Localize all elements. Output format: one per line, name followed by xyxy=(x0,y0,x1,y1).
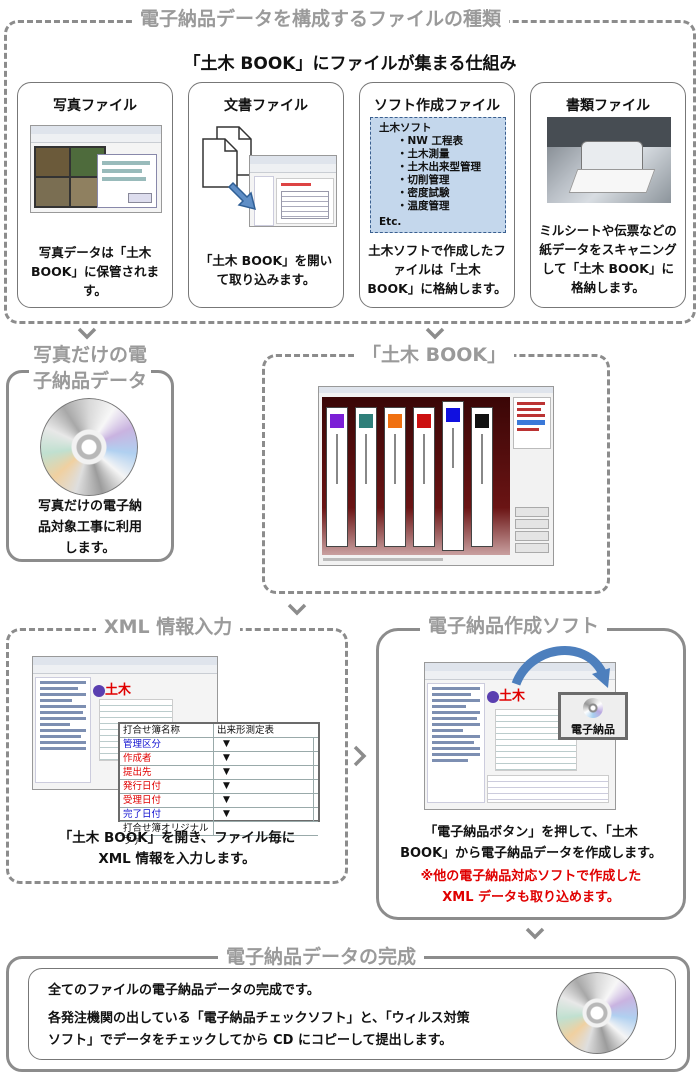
xml-property-label: 提出先 xyxy=(120,766,214,779)
scanner-photo xyxy=(547,117,671,203)
dropdown-arrow-icon[interactable]: ▼ xyxy=(220,808,314,821)
cd-icon xyxy=(556,972,638,1054)
document-icon xyxy=(202,126,252,188)
xml-property-table: 打合せ簿名称出来形測定表管理区分 ▼ 作成者 ▼ 提出先 ▼ 発行日付 ▼ 受理日付 ▼ 完了日付 ▼… xyxy=(118,722,320,847)
chevron-down-icon xyxy=(425,327,445,340)
software-list-etc: Etc. xyxy=(379,216,402,228)
delivery-software-title: 電子納品作成ソフト xyxy=(420,614,608,638)
app-logo: 土木 xyxy=(487,685,525,704)
dropdown-arrow-icon[interactable]: ▼ xyxy=(220,766,314,779)
card-title: 写真ファイル xyxy=(53,98,137,114)
photo-only-description: 写真だけの電子納品対象工事に利用します。 xyxy=(37,499,142,556)
dropdown-arrow-icon[interactable]: ▼ xyxy=(220,752,314,765)
xml-property-row[interactable]: 打合せ簿オリジナルファ xyxy=(120,822,318,847)
import-arrow-icon xyxy=(227,181,257,211)
xml-property-label: 打合せ簿オリジナルファ xyxy=(120,822,214,847)
xml-property-value[interactable]: ▼ xyxy=(214,808,318,821)
software-list-item: ・温度管理 xyxy=(397,200,450,212)
doboku-book-screenshot xyxy=(318,386,554,566)
completion-line-2: 各発注機関の出している「電子納品チェックソフト」と、「ウィルス対策 xyxy=(48,1011,470,1026)
xml-property-row[interactable]: 提出先 ▼ xyxy=(120,766,318,780)
completion-title: 電子納品データの完成 xyxy=(218,945,425,969)
cd-icon xyxy=(40,398,138,496)
card-title: 文書ファイル xyxy=(224,98,308,114)
document-file-description: 「土木 BOOK」を開いて取り込みます。 xyxy=(199,253,333,287)
xml-input-title: XML 情報入力 xyxy=(96,615,241,639)
binder-color-tab xyxy=(417,414,431,428)
completion-line-1: 全てのファイルの電子納品データの完成です。 xyxy=(48,983,320,998)
xml-property-row[interactable]: 受理日付 ▼ xyxy=(120,794,318,808)
chevron-down-icon xyxy=(287,603,307,616)
binder-color-tab xyxy=(446,408,460,422)
book-side-panel xyxy=(513,397,551,449)
xml-property-value[interactable]: ▼ xyxy=(214,738,318,751)
photo-only-title: 写真だけの電 子納品データ xyxy=(10,342,170,394)
binder[interactable] xyxy=(413,407,435,547)
software-list-item: ・土木測量 xyxy=(397,148,450,160)
card-title: ソフト作成ファイル xyxy=(374,98,500,114)
paper-file-description: ミルシートや伝票などの紙データをスキャニングして「土木 BOOK」に格納します。 xyxy=(539,223,677,295)
xml-property-row[interactable]: 発行日付 ▼ xyxy=(120,780,318,794)
xml-property-row[interactable]: 作成者 ▼ xyxy=(120,752,318,766)
photo-software-screenshot xyxy=(30,125,162,213)
binder[interactable] xyxy=(326,407,348,547)
binder[interactable] xyxy=(442,401,464,551)
dropdown-arrow-icon[interactable]: ▼ xyxy=(220,780,314,793)
software-list-title: 土木ソフト xyxy=(379,122,432,134)
binder[interactable] xyxy=(355,407,377,547)
binder-color-tab xyxy=(330,414,344,428)
xml-property-value[interactable]: ▼ xyxy=(214,752,318,765)
chevron-down-icon xyxy=(77,327,97,340)
completion-line-3: ソフト」でデータをチェックしてから CD にコピーして提出します。 xyxy=(48,1033,453,1048)
binder-color-tab xyxy=(359,414,373,428)
binder-color-tab xyxy=(388,414,402,428)
software-list-item: ・密度試験 xyxy=(397,187,450,199)
xml-property-value[interactable]: 出来形測定表 xyxy=(217,725,275,736)
xml-property-row[interactable]: 打合せ簿名称出来形測定表 xyxy=(120,724,318,738)
chevron-down-icon xyxy=(525,927,545,940)
electronic-delivery-button-label: 電子納品 xyxy=(571,723,615,736)
xml-property-label: 完了日付 xyxy=(120,808,214,821)
xml-property-row[interactable]: 管理区分 ▼ xyxy=(120,738,318,752)
file-types-title: 電子納品データを構成するファイルの種類 xyxy=(132,7,510,31)
software-list-item: ・切削管理 xyxy=(397,174,450,186)
app-logo: 土木 xyxy=(93,679,131,698)
binder[interactable] xyxy=(384,407,406,547)
software-list-item: ・土木出来型管理 xyxy=(397,161,481,173)
xml-property-value[interactable]: ▼ xyxy=(214,766,318,779)
cd-icon xyxy=(583,698,603,718)
xml-property-value[interactable]: ▼ xyxy=(214,780,318,793)
doboku-book-title: 「土木 BOOK」 xyxy=(354,343,515,367)
dropdown-arrow-icon[interactable]: ▼ xyxy=(220,738,314,751)
software-list-box: 土木ソフト ・NW 工程表 ・土木測量 ・土木出来型管理 ・切削管理 ・密度試験… xyxy=(370,117,506,233)
document-file-card: 文書ファイル 「土木 BOOK」を開いて取り込みます。 xyxy=(188,82,344,308)
file-types-subtitle: 「土木 BOOK」にファイルが集まる仕組み xyxy=(183,54,517,74)
xml-property-label: 作成者 xyxy=(120,752,214,765)
xml-property-value[interactable]: ▼ xyxy=(214,794,318,807)
xml-property-label: 発行日付 xyxy=(120,780,214,793)
curved-arrow-icon xyxy=(511,646,610,688)
xml-property-row[interactable]: 完了日付 ▼ xyxy=(120,808,318,822)
software-file-card: ソフト作成ファイル 土木ソフト ・NW 工程表 ・土木測量 ・土木出来型管理 ・… xyxy=(359,82,515,308)
binder-color-tab xyxy=(475,414,489,428)
dropdown-arrow-icon[interactable]: ▼ xyxy=(220,794,314,807)
card-title: 書類ファイル xyxy=(566,98,650,114)
xml-property-label: 打合せ簿名称 xyxy=(120,724,214,737)
binder-shelf xyxy=(322,397,510,555)
electronic-delivery-button[interactable]: 電子納品 xyxy=(558,692,628,740)
chevron-right-icon xyxy=(353,745,367,767)
paper-file-card: 書類ファイル ミルシートや伝票などの紙データをスキャニングして「土木 BOOK」… xyxy=(530,82,686,308)
software-list-item: ・NW 工程表 xyxy=(397,135,464,147)
binder[interactable] xyxy=(471,407,493,547)
completion-inner-box xyxy=(28,968,676,1060)
xml-property-label: 管理区分 xyxy=(120,738,214,751)
import-screenshot xyxy=(249,155,337,227)
xml-property-label: 受理日付 xyxy=(120,794,214,807)
